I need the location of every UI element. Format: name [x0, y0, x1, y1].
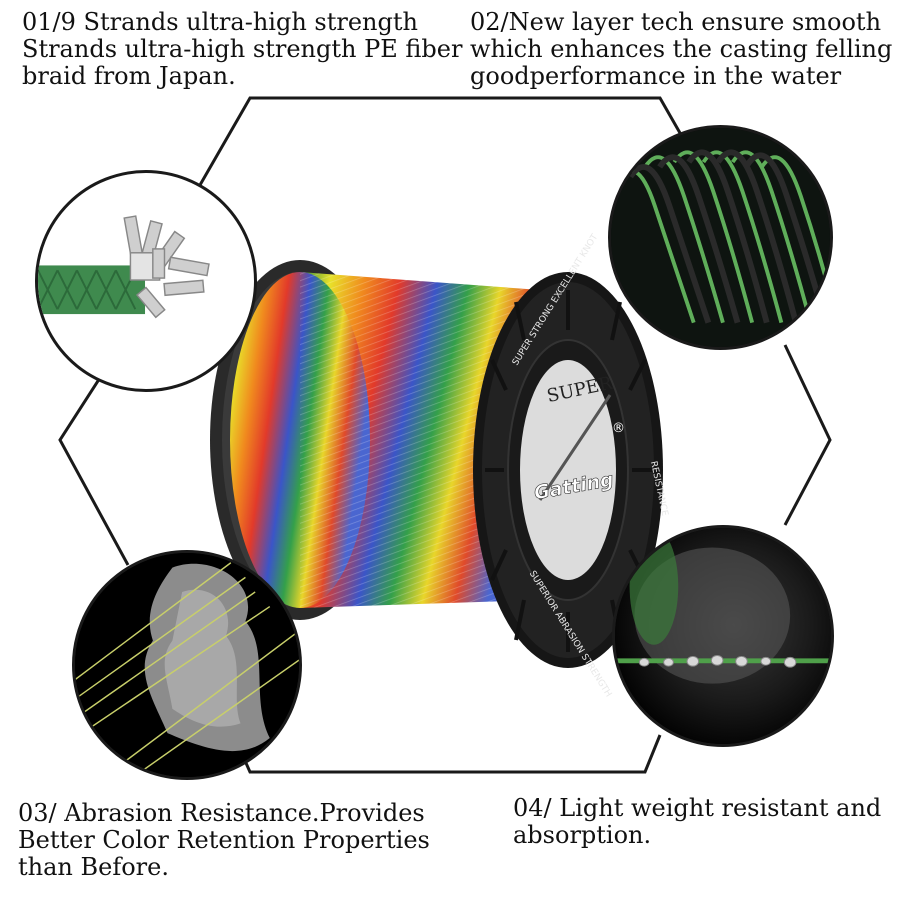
caption-line: 04/ Light weight resistant and — [513, 794, 882, 822]
feature-caption-2: 02/New layer tech ensure smooth which en… — [470, 9, 892, 90]
caption-line: goodperformance in the water — [470, 62, 842, 90]
caption-line: absorption. — [513, 821, 652, 849]
water-resistance-circle — [612, 525, 834, 747]
caption-line: 02/New layer tech ensure smooth — [470, 8, 882, 36]
caption-line: than Before. — [18, 853, 169, 881]
abrasion-closeup-circle — [72, 550, 302, 780]
feature-caption-1: 01/9 Strands ultra-high strength Strands… — [22, 9, 462, 90]
caption-line: Strands ultra-high strength PE fiber — [22, 35, 463, 63]
caption-line: which enhances the casting felling — [470, 35, 893, 63]
feature-caption-4: 04/ Light weight resistant and absorptio… — [513, 795, 881, 849]
caption-line: Better Color Retention Properties — [18, 826, 430, 854]
caption-line: braid from Japan. — [22, 62, 236, 90]
caption-line: 03/ Abrasion Resistance.Provides — [18, 799, 425, 827]
strand-closeup-circle — [35, 170, 257, 392]
caption-line: 01/9 Strands ultra-high strength — [22, 8, 418, 36]
spool-registered-mark: ® — [612, 421, 625, 436]
coating-closeup-circle — [608, 125, 833, 350]
feature-caption-3: 03/ Abrasion Resistance.Provides Better … — [18, 800, 430, 881]
